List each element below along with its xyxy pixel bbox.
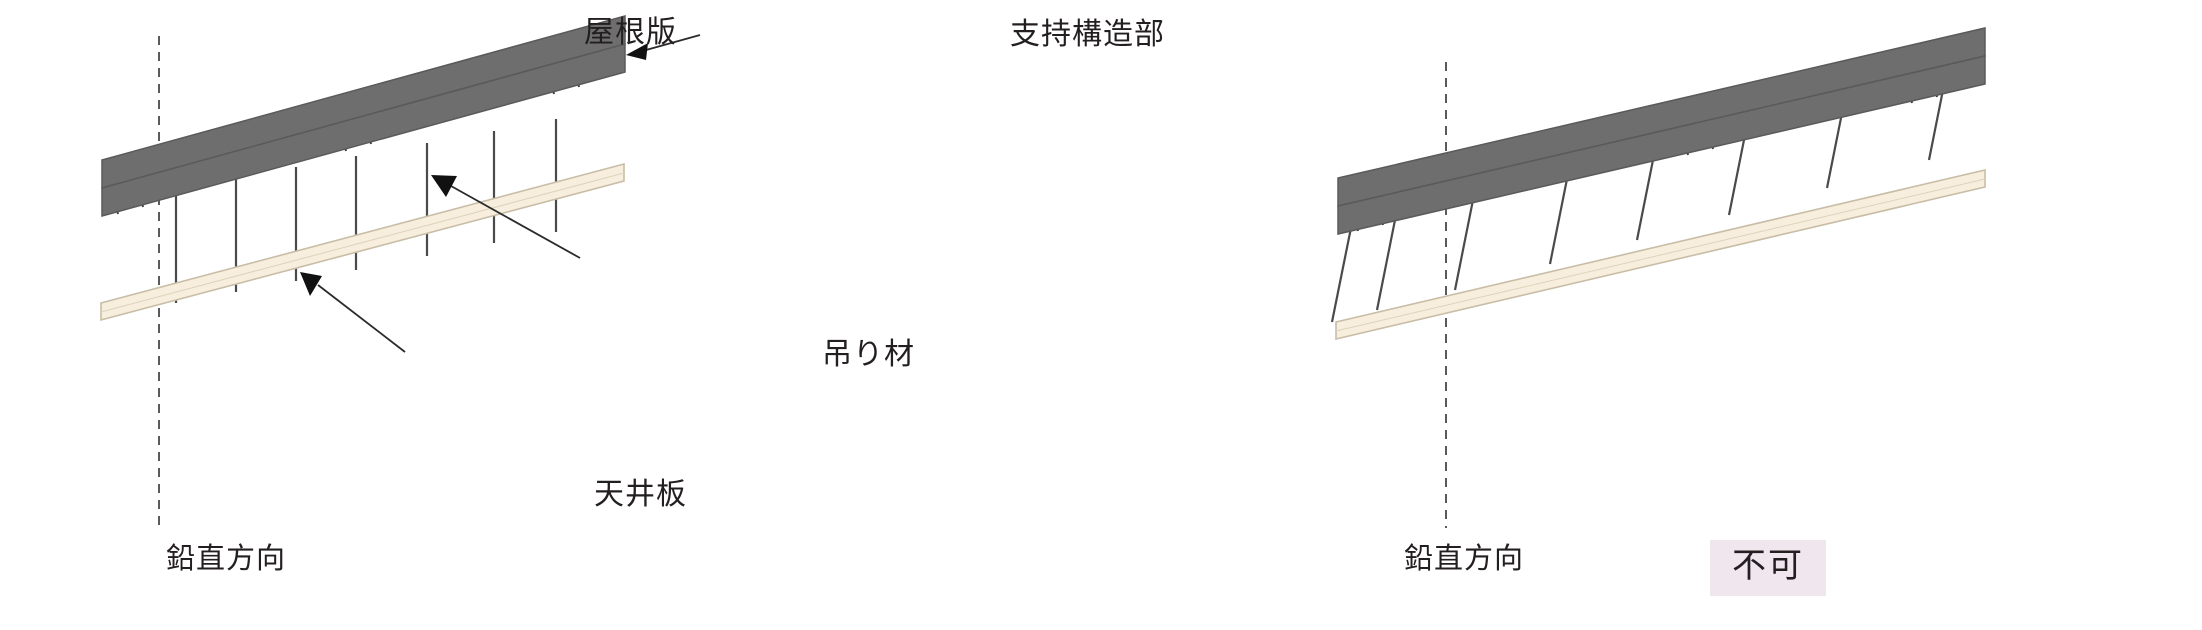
roof-slab-upper-right [1337,27,1986,207]
label-supporting-structure: 支持構造部 [1010,18,1165,51]
label-vertical-direction-right: 鉛直方向 [1404,543,1525,575]
label-hanging-member: 吊り材 [822,338,915,371]
roof-slab-lower-right [1337,55,1986,235]
label-roof-slab: 屋根版 [584,16,677,49]
right-panel-group [1330,27,1986,528]
status-badge-not-allowed: 不可 [1710,540,1826,596]
ceiling-board-edge-right [1335,178,1986,332]
leader-line-ceiling-board [317,284,406,353]
left-panel-group [100,15,701,528]
roof-slab-upper-left [101,15,626,189]
arrow-head-hanging-member [431,175,457,197]
roof-slab-lower-left [101,43,626,217]
label-vertical-direction-left: 鉛直方向 [166,543,287,575]
arrow-head-supporting-structure [626,43,648,60]
leader-line-hanging-member [450,185,581,259]
arrow-head-ceiling-board [300,272,322,296]
leader-line-supporting-structure [645,34,701,51]
label-ceiling-board: 天井板 [594,478,687,511]
ceiling-board-edge-left [100,172,625,313]
